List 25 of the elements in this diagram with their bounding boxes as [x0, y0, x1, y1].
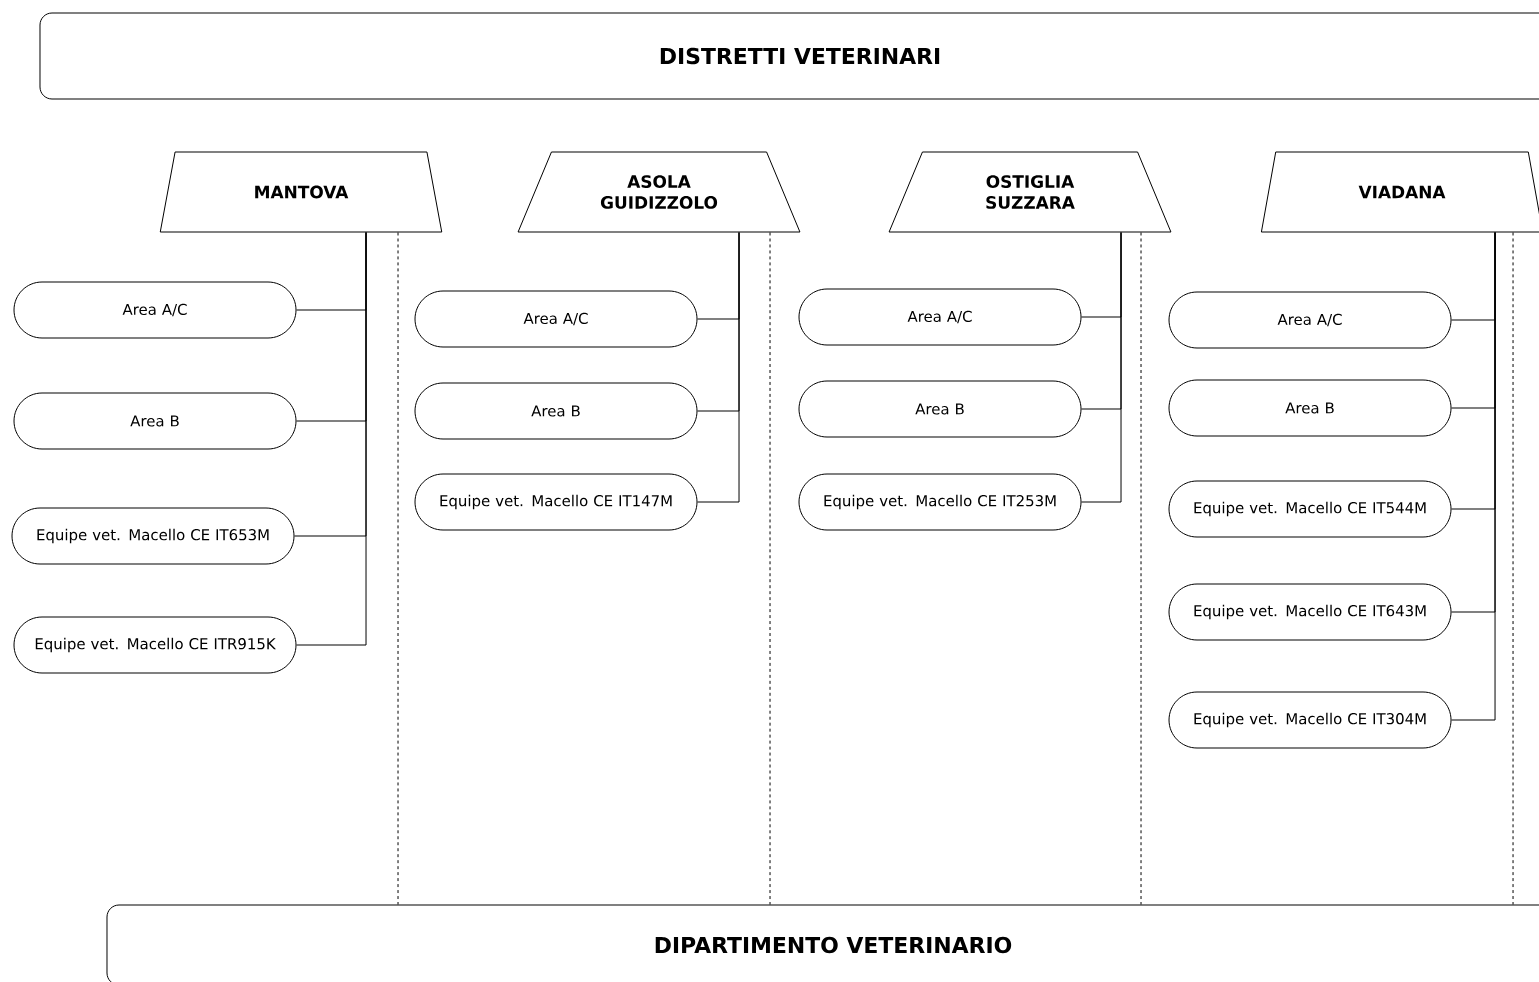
connector-line	[1081, 232, 1122, 503]
district-trapezoid: ASOLA GUIDIZZOLO	[517, 151, 801, 233]
area-pill: Area B	[13, 392, 297, 450]
area-pill: Equipe vet. Macello CE IT304M	[1168, 691, 1452, 749]
area-pill: Area A/C	[414, 290, 698, 348]
area-pill: Equipe vet. Macello CE IT643M	[1168, 583, 1452, 641]
area-pill: Equipe vet. Macello CE IT147M	[414, 473, 698, 531]
district-trapezoid: OSTIGLIA SUZZARA	[888, 151, 1172, 233]
area-pill: Area B	[1168, 379, 1452, 437]
district-trapezoid: MANTOVA	[159, 151, 443, 233]
area-pill: Equipe vet. Macello CE IT544M	[1168, 480, 1452, 538]
area-pill: Equipe vet. Macello CE IT253M	[798, 473, 1082, 531]
connector-line	[296, 232, 367, 646]
area-pill: Area B	[798, 380, 1082, 438]
connector-line	[1451, 232, 1496, 721]
area-pill: Equipe vet. Macello CE ITR915K	[13, 616, 297, 674]
connector-line	[697, 232, 740, 503]
district-trapezoid: VIADANA	[1260, 151, 1539, 233]
banner-box: DISTRETTI VETERINARI	[39, 12, 1539, 100]
area-pill: Area B	[414, 382, 698, 440]
area-pill: Area A/C	[798, 288, 1082, 346]
area-pill: Equipe vet. Macello CE IT653M	[11, 507, 295, 565]
banner-box: DIPARTIMENTO VETERINARIO	[106, 904, 1539, 982]
area-pill: Area A/C	[13, 281, 297, 339]
area-pill: Area A/C	[1168, 291, 1452, 349]
